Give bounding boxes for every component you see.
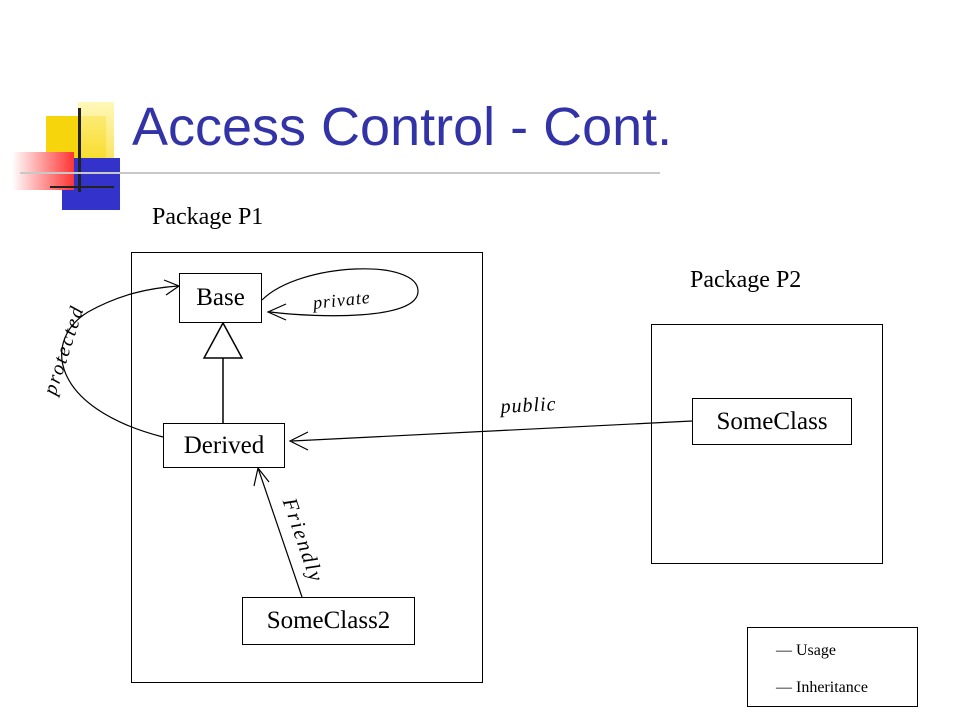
legend bbox=[747, 627, 918, 707]
class-base: Base bbox=[179, 273, 262, 323]
friendly-line bbox=[257, 467, 303, 598]
package-p1-label: Package P1 bbox=[152, 204, 264, 230]
package-p1-frame bbox=[131, 252, 483, 683]
legend-usage-label: — Usage bbox=[776, 642, 836, 659]
friendly-arrowhead bbox=[253, 466, 270, 487]
class-derived: Derived bbox=[163, 423, 285, 468]
protected-curve bbox=[61, 285, 179, 438]
public-line bbox=[291, 420, 693, 442]
slide-title: Access Control - Cont. bbox=[132, 97, 673, 157]
package-p2-frame bbox=[651, 324, 883, 564]
package-p2-label: Package P2 bbox=[690, 267, 802, 293]
class-someclass2: SomeClass2 bbox=[242, 597, 415, 645]
legend-inheritance-label: — Inheritance bbox=[776, 679, 868, 696]
private-arrowhead bbox=[266, 303, 287, 321]
label-public: public bbox=[499, 393, 558, 418]
public-arrowhead bbox=[288, 431, 309, 451]
private-loop bbox=[261, 268, 419, 317]
class-someclass: SomeClass bbox=[692, 398, 852, 445]
inheritance-arrowhead bbox=[202, 321, 244, 359]
